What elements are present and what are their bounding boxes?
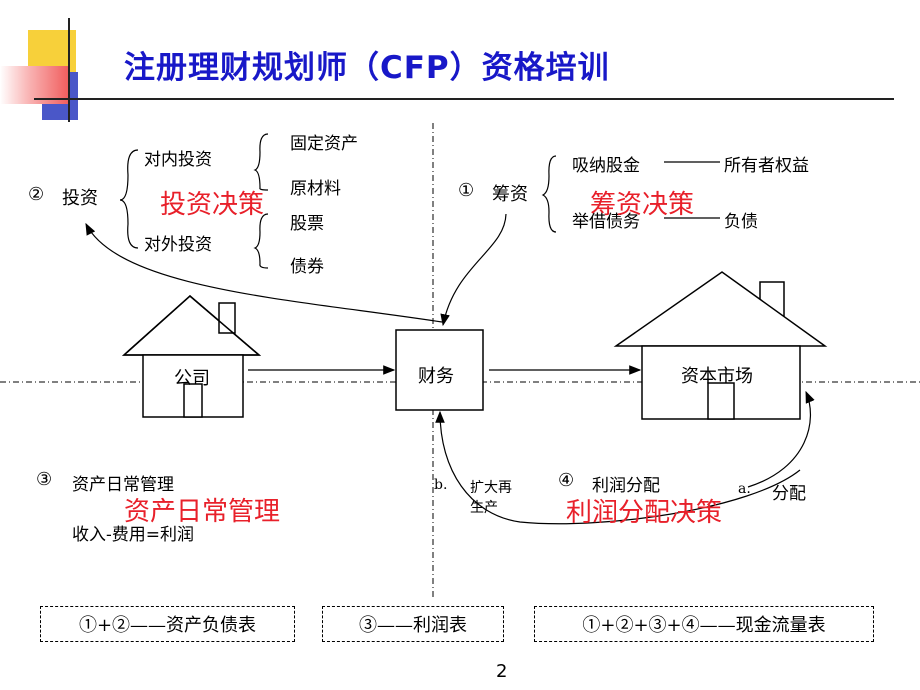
arrow-finance-to-invest bbox=[85, 222, 443, 323]
financing-label: 筹资 bbox=[492, 184, 528, 205]
fixed-assets-label: 固定资产 bbox=[290, 134, 358, 154]
company-house bbox=[122, 295, 262, 418]
finance-label: 财务 bbox=[418, 366, 454, 387]
materials-label: 原材料 bbox=[290, 179, 341, 199]
legend-balance-sheet: ①+②——资产负债表 bbox=[40, 606, 295, 642]
deco-red-bar bbox=[0, 66, 70, 104]
financing-brace bbox=[541, 155, 557, 233]
internal-invest-label: 对内投资 bbox=[144, 150, 212, 170]
legend-income-statement-text: ③——利润表 bbox=[359, 615, 467, 636]
financing-decision-label: 筹资决策 bbox=[590, 190, 695, 220]
capital-market-label: 资本市场 bbox=[681, 366, 753, 387]
capital-market-house bbox=[613, 271, 828, 420]
external-brace bbox=[253, 213, 269, 269]
daily-number: ③ bbox=[36, 469, 53, 490]
deco-vertical-line bbox=[68, 18, 70, 122]
legend-cash-flow-text: ①+②+③+④——现金流量表 bbox=[582, 615, 826, 636]
distribution-text: 分配 bbox=[772, 484, 806, 504]
arrow-distribution-loop bbox=[747, 390, 815, 488]
financing-number: ① bbox=[458, 180, 475, 201]
external-invest-label: 对外投资 bbox=[144, 235, 212, 255]
profit-decision-label: 利润分配决策 bbox=[566, 498, 723, 528]
reinvest-text-2: 生产 bbox=[470, 500, 498, 516]
invest-number: ② bbox=[28, 184, 45, 205]
daily-label: 资产日常管理 bbox=[72, 475, 174, 495]
reinvest-text-1: 扩大再 bbox=[470, 480, 512, 496]
arrow-financing-to-finance bbox=[440, 213, 507, 327]
legend-balance-sheet-text: ①+②——资产负债表 bbox=[78, 615, 257, 636]
invest-brace bbox=[119, 149, 139, 249]
page-title: 注册理财规划师（CFP）资格培训 bbox=[124, 50, 610, 86]
daily-decision-label: 资产日常管理 bbox=[124, 497, 281, 527]
legend-cash-flow: ①+②+③+④——现金流量表 bbox=[534, 606, 874, 642]
stocks-label: 股票 bbox=[290, 214, 324, 234]
debt-label: 举借债务 bbox=[572, 212, 640, 232]
profit-formula: 收入-费用=利润 bbox=[72, 525, 194, 545]
invest-label: 投资 bbox=[62, 188, 98, 209]
profit-label: 利润分配 bbox=[592, 476, 660, 496]
reinvest-marker: b. bbox=[434, 477, 448, 493]
finance-box bbox=[395, 329, 484, 411]
equity-label: 吸纳股金 bbox=[572, 156, 640, 176]
bonds-label: 债券 bbox=[290, 257, 324, 277]
page-number: 2 bbox=[496, 661, 508, 682]
title-underline bbox=[34, 98, 894, 100]
debt-target-label: 负债 bbox=[724, 212, 758, 232]
legend-income-statement: ③——利润表 bbox=[322, 606, 504, 642]
arrow-market-to-finance bbox=[435, 410, 801, 525]
internal-brace bbox=[253, 133, 269, 191]
profit-number: ④ bbox=[558, 470, 575, 491]
equity-target-label: 所有者权益 bbox=[724, 156, 809, 176]
company-label: 公司 bbox=[174, 368, 210, 389]
distribution-marker: a. bbox=[738, 481, 751, 497]
invest-decision-label: 投资决策 bbox=[160, 190, 265, 220]
